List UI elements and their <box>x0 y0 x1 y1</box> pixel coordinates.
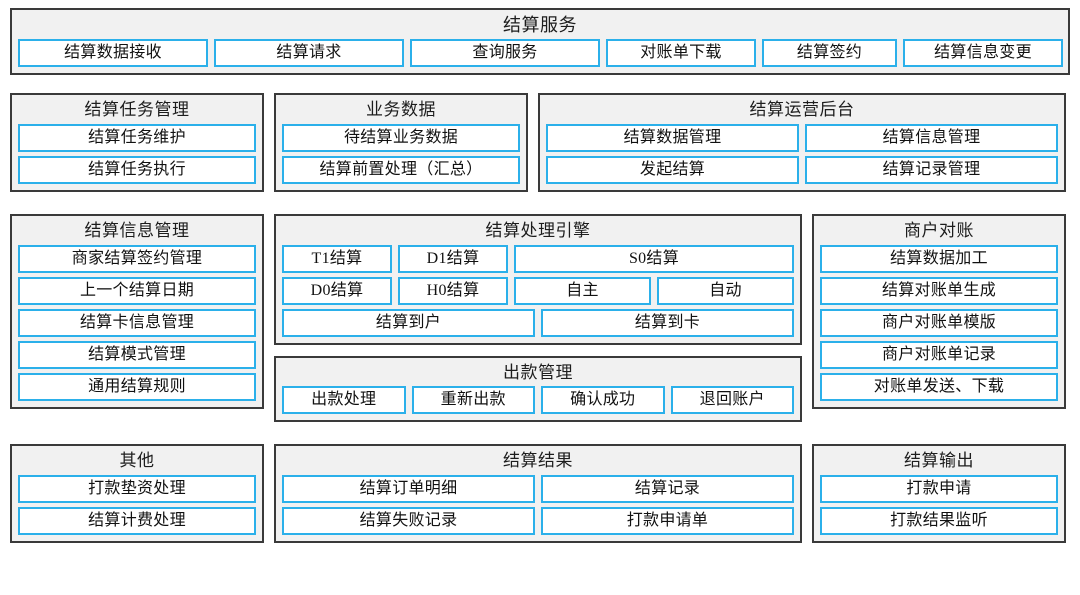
panel-settlement-service: 结算服务 结算数据接收 结算请求 查询服务 对账单下载 结算签约 结算信息变更 <box>10 8 1070 75</box>
node-statement-download[interactable]: 对账单下载 <box>606 39 756 67</box>
node-d0-settlement[interactable]: D0结算 <box>282 277 392 305</box>
node-merchant-statement-template[interactable]: 商户对账单模版 <box>820 309 1058 337</box>
node-settlement-failure-record[interactable]: 结算失败记录 <box>282 507 535 535</box>
node-settlement-request[interactable]: 结算请求 <box>214 39 404 67</box>
node-pre-settlement-processing[interactable]: 结算前置处理（汇总） <box>282 156 520 184</box>
band-task-bizdata-ops: 结算任务管理 结算任务维护 结算任务执行 业务数据 待结算业务数据 结算前置处理… <box>10 93 1070 192</box>
node-settlement-record[interactable]: 结算记录 <box>541 475 794 503</box>
node-payment-advance-processing[interactable]: 打款垫资处理 <box>18 475 256 503</box>
node-settlement-mode-management[interactable]: 结算模式管理 <box>18 341 256 369</box>
node-statement-send-download[interactable]: 对账单发送、下载 <box>820 373 1058 401</box>
panel-processing-engine: 结算处理引擎 T1结算 D1结算 S0结算 D0结算 H0结算 自主 自动 结算 <box>274 214 802 345</box>
node-pending-business-data[interactable]: 待结算业务数据 <box>282 124 520 152</box>
panel-title-business-data: 业务数据 <box>366 100 436 119</box>
node-settlement-signing[interactable]: 结算签约 <box>762 39 897 67</box>
node-task-maintenance[interactable]: 结算任务维护 <box>18 124 256 152</box>
panel-payout-management: 出款管理 出款处理 重新出款 确认成功 退回账户 <box>274 356 802 422</box>
node-manual[interactable]: 自主 <box>514 277 651 305</box>
node-payment-application[interactable]: 打款申请 <box>820 475 1058 503</box>
panel-title-task-management: 结算任务管理 <box>84 100 190 119</box>
node-previous-settlement-date[interactable]: 上一个结算日期 <box>18 277 256 305</box>
node-settle-to-card[interactable]: 结算到卡 <box>541 309 794 337</box>
panel-settlement-output: 结算输出 打款申请 打款结果监听 <box>812 444 1066 543</box>
node-s0-settlement[interactable]: S0结算 <box>514 245 794 273</box>
node-repayout[interactable]: 重新出款 <box>411 386 535 414</box>
node-settlement-card-info-management[interactable]: 结算卡信息管理 <box>18 309 256 337</box>
band-settlement-service: 结算服务 结算数据接收 结算请求 查询服务 对账单下载 结算签约 结算信息变更 <box>10 8 1070 75</box>
node-confirm-success[interactable]: 确认成功 <box>541 386 665 414</box>
panel-title-settlement-output: 结算输出 <box>904 451 974 470</box>
panel-title-merchant-reconciliation: 商户对账 <box>904 221 974 240</box>
band-info-engine-reconciliation: 结算信息管理 商家结算签约管理 上一个结算日期 结算卡信息管理 结算模式管理 通… <box>10 214 1070 422</box>
node-d1-settlement[interactable]: D1结算 <box>398 245 508 273</box>
node-settlement-billing-processing[interactable]: 结算计费处理 <box>18 507 256 535</box>
node-task-execution[interactable]: 结算任务执行 <box>18 156 256 184</box>
node-row: 结算订单明细 结算记录 <box>282 475 794 503</box>
node-row: 结算失败记录 打款申请单 <box>282 507 794 535</box>
panel-task-management: 结算任务管理 结算任务维护 结算任务执行 <box>10 93 264 192</box>
node-settlement-record-management[interactable]: 结算记录管理 <box>805 156 1058 184</box>
node-payment-application-form[interactable]: 打款申请单 <box>541 507 794 535</box>
node-h0-settlement[interactable]: H0结算 <box>398 277 508 305</box>
node-row: 结算数据接收 结算请求 查询服务 对账单下载 结算签约 结算信息变更 <box>18 39 1063 67</box>
node-settlement-statement-generation[interactable]: 结算对账单生成 <box>820 277 1058 305</box>
node-query-service[interactable]: 查询服务 <box>410 39 600 67</box>
panel-info-management: 结算信息管理 商家结算签约管理 上一个结算日期 结算卡信息管理 结算模式管理 通… <box>10 214 264 409</box>
panel-other: 其他 打款垫资处理 结算计费处理 <box>10 444 264 543</box>
panel-title-info-management: 结算信息管理 <box>84 221 190 240</box>
column-engine-and-payout: 结算处理引擎 T1结算 D1结算 S0结算 D0结算 H0结算 自主 自动 结算 <box>274 214 802 422</box>
node-row: 结算数据管理 结算信息管理 <box>546 124 1058 152</box>
node-row: 出款处理 重新出款 确认成功 退回账户 <box>282 386 794 414</box>
node-payout-processing[interactable]: 出款处理 <box>282 386 406 414</box>
node-settlement-data-management[interactable]: 结算数据管理 <box>546 124 799 152</box>
panel-operations-backend: 结算运营后台 结算数据管理 结算信息管理 发起结算 结算记录管理 <box>538 93 1066 192</box>
node-automatic[interactable]: 自动 <box>657 277 794 305</box>
node-initiate-settlement[interactable]: 发起结算 <box>546 156 799 184</box>
node-return-to-account[interactable]: 退回账户 <box>670 386 794 414</box>
node-t1-settlement[interactable]: T1结算 <box>282 245 392 273</box>
node-settlement-info-change[interactable]: 结算信息变更 <box>903 39 1063 67</box>
node-settle-to-account[interactable]: 结算到户 <box>282 309 535 337</box>
panel-title-operations-backend: 结算运营后台 <box>749 100 855 119</box>
panel-title-other: 其他 <box>119 451 155 470</box>
panel-title-settlement-service: 结算服务 <box>503 15 577 35</box>
band-other-result-output: 其他 打款垫资处理 结算计费处理 结算结果 结算订单明细 结算记录 结算失败记录… <box>10 444 1070 543</box>
panel-merchant-reconciliation: 商户对账 结算数据加工 结算对账单生成 商户对账单模版 商户对账单记录 对账单发… <box>812 214 1066 409</box>
node-settlement-data-processing[interactable]: 结算数据加工 <box>820 245 1058 273</box>
node-row: 结算到户 结算到卡 <box>282 309 794 337</box>
node-general-settlement-rules[interactable]: 通用结算规则 <box>18 373 256 401</box>
node-row: D0结算 H0结算 自主 自动 <box>282 277 794 305</box>
panel-business-data: 业务数据 待结算业务数据 结算前置处理（汇总） <box>274 93 528 192</box>
panel-title-settlement-result: 结算结果 <box>503 451 573 470</box>
node-merchant-signing-management[interactable]: 商家结算签约管理 <box>18 245 256 273</box>
node-settlement-data-receive[interactable]: 结算数据接收 <box>18 39 208 67</box>
node-merchant-statement-record[interactable]: 商户对账单记录 <box>820 341 1058 369</box>
panel-title-processing-engine: 结算处理引擎 <box>485 221 591 240</box>
node-row: 发起结算 结算记录管理 <box>546 156 1058 184</box>
node-settlement-order-detail[interactable]: 结算订单明细 <box>282 475 535 503</box>
node-row: T1结算 D1结算 S0结算 <box>282 245 794 273</box>
panel-settlement-result: 结算结果 结算订单明细 结算记录 结算失败记录 打款申请单 <box>274 444 802 543</box>
node-payment-result-listener[interactable]: 打款结果监听 <box>820 507 1058 535</box>
node-settlement-info-management[interactable]: 结算信息管理 <box>805 124 1058 152</box>
panel-title-payout-management: 出款管理 <box>503 363 573 382</box>
